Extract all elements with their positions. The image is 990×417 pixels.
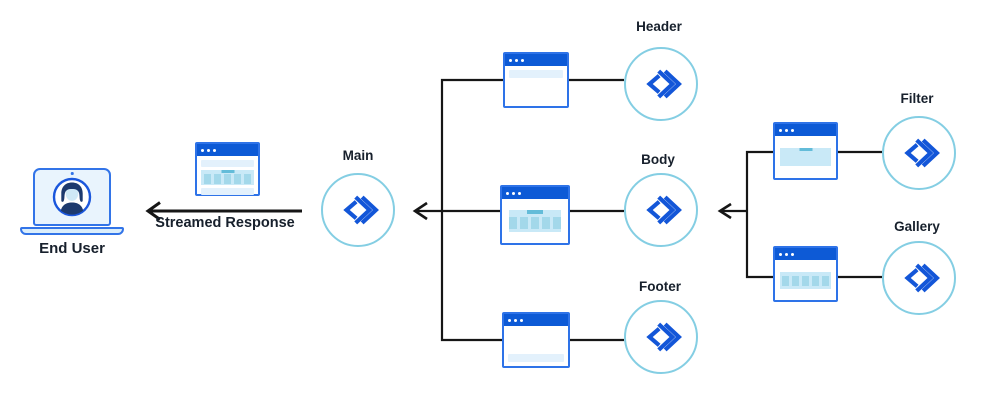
browser-titlebar: [502, 187, 568, 199]
browser-titlebar: [197, 144, 258, 156]
browser-titlebar: [504, 314, 568, 326]
filter-component-node: [882, 116, 956, 190]
code-chevrons-icon: [646, 195, 682, 225]
body-label: Body: [641, 152, 675, 167]
user-avatar-icon: [52, 177, 92, 217]
gallery-page-browser-icon: [773, 246, 838, 302]
footer-label: Footer: [639, 279, 681, 294]
laptop-base: [20, 227, 124, 235]
code-chevrons-icon: [646, 322, 682, 352]
end-user-label: End User: [39, 240, 105, 257]
laptop-screen: [33, 168, 111, 226]
footer-component-node: [624, 300, 698, 374]
main-component-node: [321, 173, 395, 247]
body-page-browser-icon: [500, 185, 570, 245]
streamed-response-label: Streamed Response: [155, 215, 295, 231]
browser-titlebar: [505, 54, 567, 66]
code-chevrons-icon: [904, 263, 940, 293]
header-component-node: [624, 47, 698, 121]
laptop-icon: [20, 168, 124, 236]
code-chevrons-icon: [904, 138, 940, 168]
main-label: Main: [342, 148, 374, 163]
browser-titlebar: [775, 124, 836, 136]
footer-page-browser-icon: [502, 312, 570, 368]
subtree-to-body-arrow: [717, 202, 747, 220]
code-chevrons-icon: [646, 69, 682, 99]
streamed-response-arrow: [145, 201, 302, 221]
browser-titlebar: [775, 248, 836, 260]
filter-label: Filter: [900, 91, 934, 106]
header-page-browser-icon: [503, 52, 569, 108]
composed-page-browser-icon: [195, 142, 260, 196]
code-chevrons-icon: [343, 195, 379, 225]
laptop-camera-dot: [70, 172, 74, 175]
gallery-label: Gallery: [894, 219, 940, 234]
header-label: Header: [636, 19, 682, 34]
gallery-component-node: [882, 241, 956, 315]
body-component-node: [624, 173, 698, 247]
filter-page-browser-icon: [773, 122, 838, 180]
